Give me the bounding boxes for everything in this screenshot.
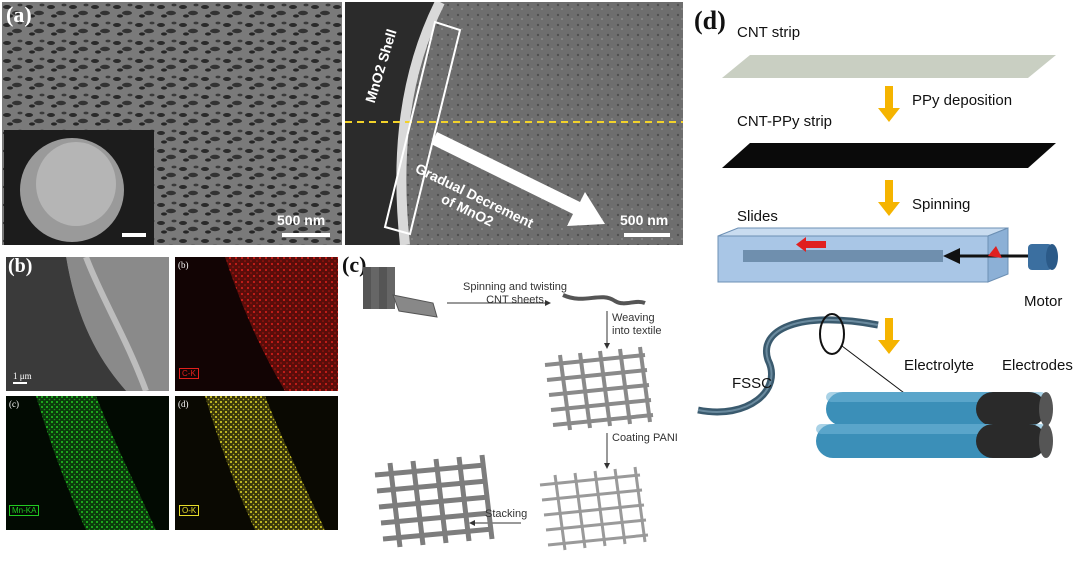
eds-label-carbon: C-K [179, 368, 199, 379]
arrow-to-fssc [878, 318, 900, 354]
core-shell-fiber-cross-section [345, 2, 683, 245]
label-ppy-deposition: PPy deposition [912, 92, 1013, 109]
panel-b-scale-bar [13, 382, 27, 384]
spinning-setup [717, 227, 1058, 283]
panel-a-right-scale-bar [624, 233, 670, 237]
label-cnt-strip: CNT strip [737, 24, 801, 41]
woven-textile-icon [544, 346, 654, 431]
label-motor: Motor [1024, 293, 1063, 310]
panel-d-letter: (d) [694, 6, 726, 35]
panel-a-letter: (a) [6, 2, 32, 27]
eds-map-manganese [6, 396, 169, 530]
panel-b-scale-label: 1 μm [13, 371, 32, 381]
step-coating-label: Coating PANI [612, 432, 678, 444]
panel-a-left-sem-image [2, 2, 342, 245]
arrow-spinning [878, 180, 900, 216]
label-electrodes: Electrodes [1002, 357, 1073, 374]
panel-a-right-sem-image [345, 2, 683, 245]
cnt-array-icon [363, 267, 438, 318]
step-stacking-label: Stacking [485, 508, 528, 520]
label-fssc: FSSC [732, 375, 773, 392]
panel-b-letter: (b) [8, 255, 33, 277]
label-slides: Slides [737, 208, 778, 225]
panel-d-fabrication-diagram [697, 55, 1058, 458]
arrow-ppy-deposition [878, 86, 900, 122]
panel-a-left-scale-label: 500 nm [277, 212, 326, 228]
eds-map-carbon [175, 257, 338, 391]
panel-c-letter: (c) [342, 252, 367, 277]
step-spinning-label: Spinning and twisting CNT sheets [463, 281, 567, 306]
fssc-electrode-fibers [816, 392, 1053, 458]
panel-a-right-scale-label: 500 nm [620, 212, 669, 228]
eds-label-manganese: Mn-KA [9, 505, 40, 516]
label-cnt-ppy-strip: CNT-PPy strip [737, 113, 833, 130]
cnt-ppy-strip-shape [722, 143, 1056, 168]
cnt-strip-shape [722, 55, 1056, 78]
label-spinning: Spinning [912, 196, 971, 213]
eds-sub-letter-d: (d) [178, 399, 189, 409]
panel-a-left-scale-bar [282, 233, 330, 237]
porous-surface-texture [2, 2, 342, 245]
coated-textile-icon [539, 466, 649, 551]
panel-b-sem-image [6, 257, 169, 391]
panel-c-process-diagram [363, 267, 654, 551]
eds-map-oxygen [175, 396, 338, 530]
eds-label-oxygen: O-K [179, 505, 200, 516]
twisted-yarn-icon [562, 293, 646, 306]
stacked-textile-icon [374, 454, 495, 548]
step-weaving-label: Weaving into textile [612, 312, 662, 337]
inset-scale-bar [122, 233, 146, 237]
zoom-circle [819, 313, 845, 355]
label-electrolyte: Electrolyte [904, 357, 975, 374]
eds-sub-letter-b: (b) [178, 260, 189, 270]
eds-sub-letter-c: (c) [9, 399, 19, 409]
